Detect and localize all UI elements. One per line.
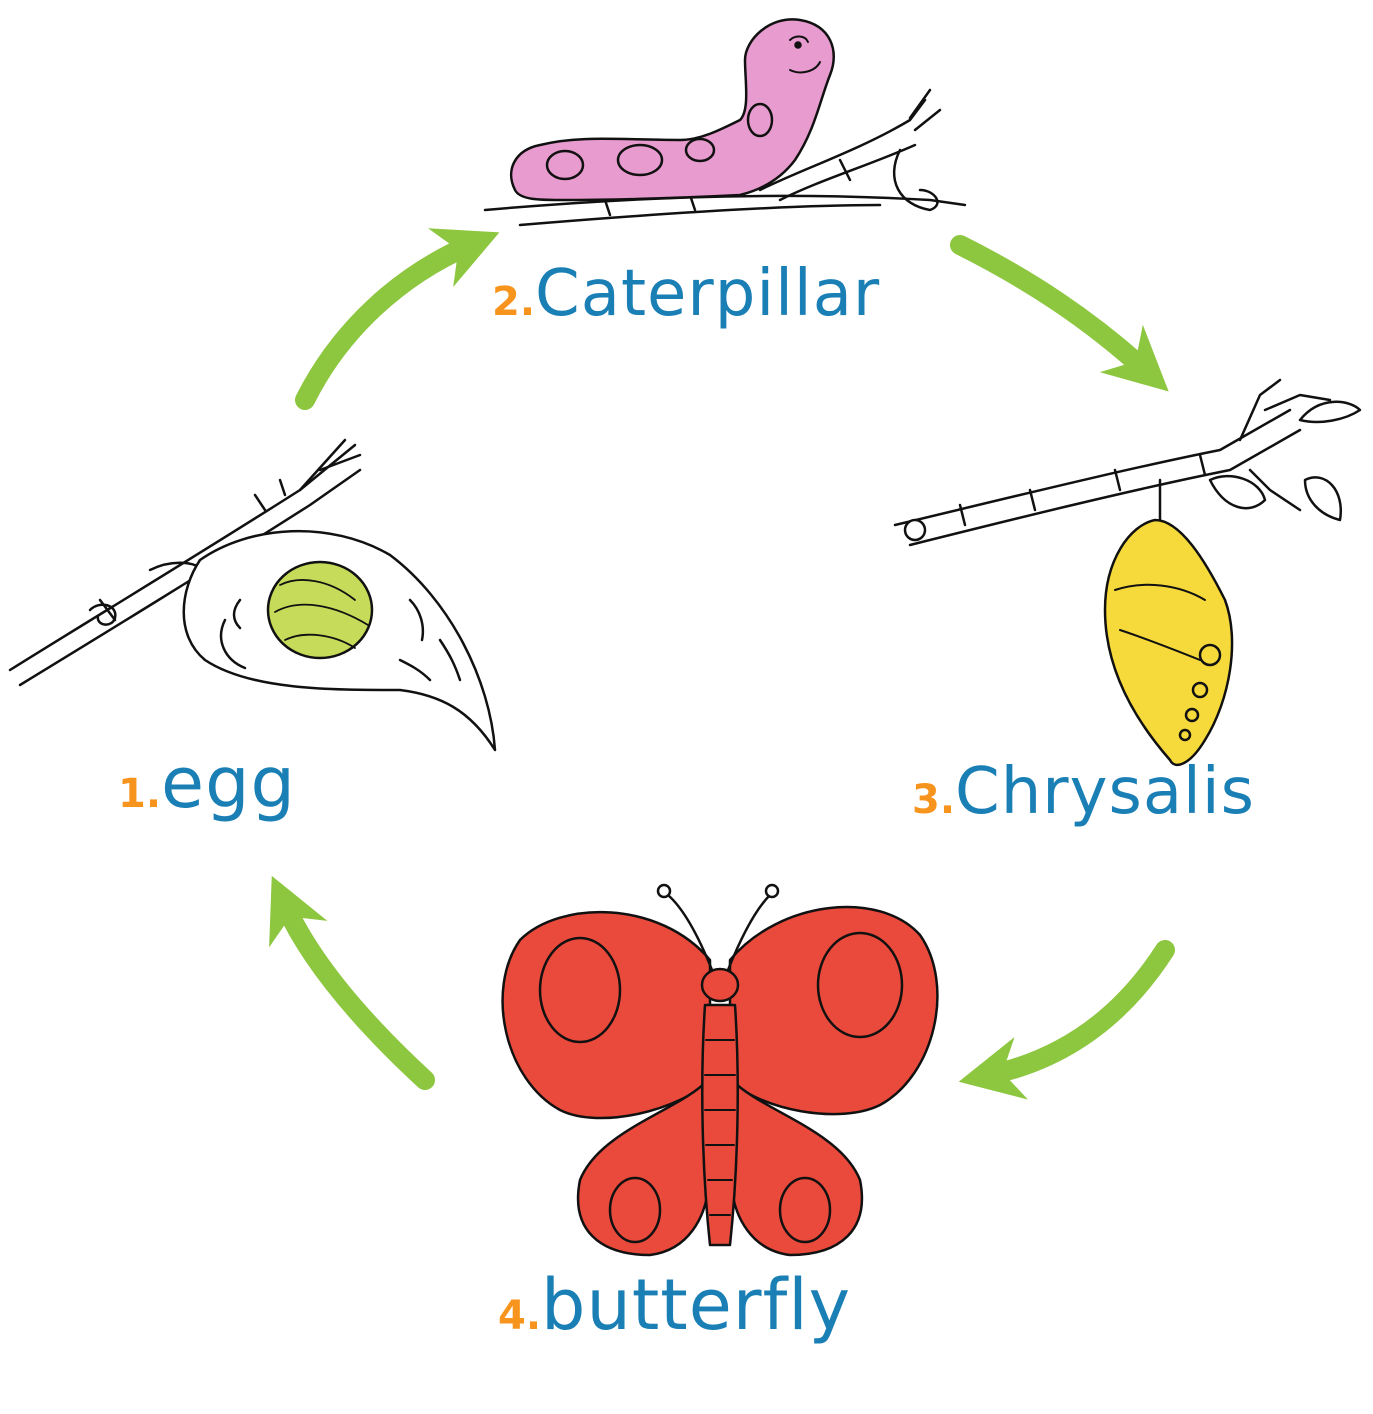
stage-number: 2. bbox=[492, 279, 535, 325]
stage-label-egg: 1.egg bbox=[118, 748, 296, 818]
caterpillar-on-branch-icon bbox=[485, 19, 965, 225]
stage-number: 1. bbox=[118, 771, 161, 817]
arrow-butterfly-to-egg bbox=[285, 905, 425, 1080]
butterfly-icon bbox=[503, 885, 938, 1255]
stage-number: 3. bbox=[912, 777, 955, 823]
stage-number: 4. bbox=[498, 1293, 541, 1339]
egg-on-leaf-icon bbox=[10, 440, 495, 750]
stage-name: Caterpillar bbox=[535, 257, 880, 331]
stage-name: Chrysalis bbox=[955, 755, 1255, 829]
stage-name: egg bbox=[161, 742, 296, 824]
stage-label-caterpillar: 2.Caterpillar bbox=[492, 262, 880, 326]
chrysalis-on-branch-icon bbox=[895, 380, 1360, 765]
arrow-caterpillar-to-chrysalis bbox=[960, 245, 1145, 370]
stage-label-butterfly: 4.butterfly bbox=[498, 1270, 851, 1340]
arrow-chrysalis-to-butterfly bbox=[990, 950, 1165, 1075]
stage-name: butterfly bbox=[541, 1264, 851, 1346]
stage-label-chrysalis: 3.Chrysalis bbox=[912, 760, 1255, 824]
arrow-egg-to-caterpillar bbox=[305, 245, 470, 400]
